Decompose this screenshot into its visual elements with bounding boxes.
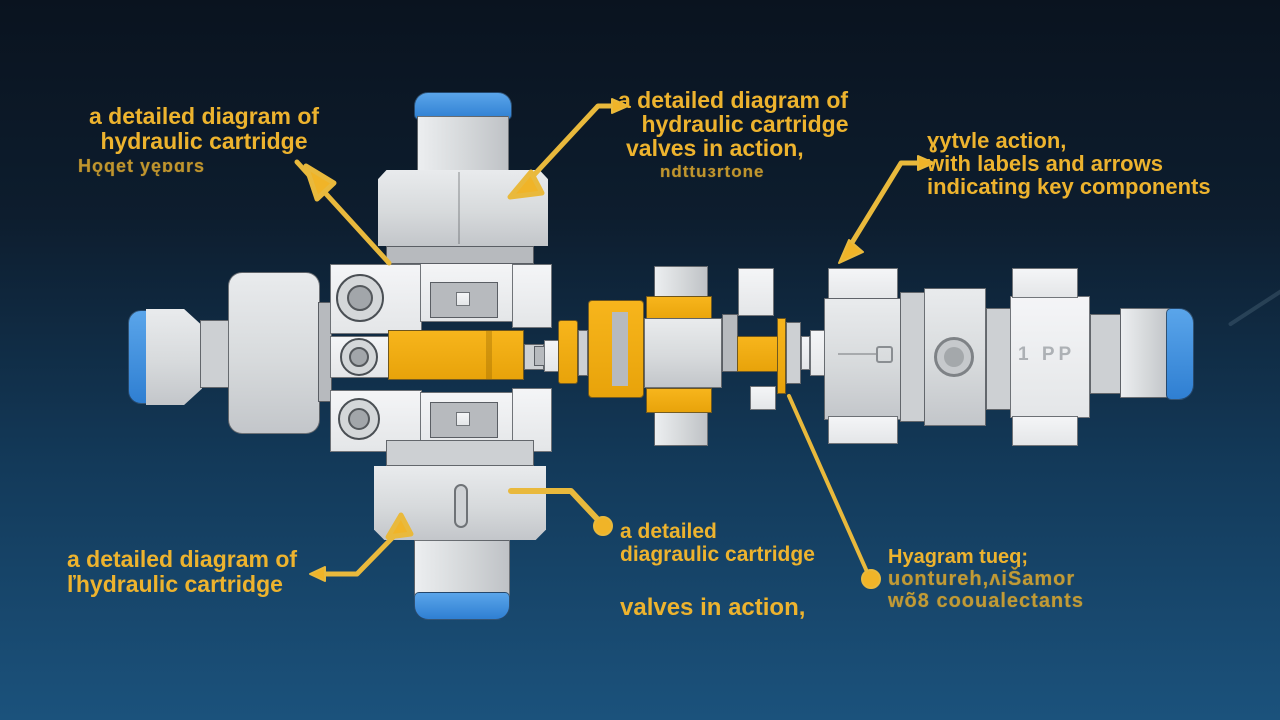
mid-step — [722, 314, 738, 372]
label-line: ľhydraulic cartridge — [67, 571, 283, 597]
cover-inset-square-bottom — [456, 412, 470, 426]
arrowhead-top-right-tip — [838, 239, 864, 264]
port-circle-mid-inner — [349, 347, 369, 367]
mid-white-tab-down — [750, 386, 776, 410]
spool-seam — [486, 331, 492, 379]
top-hex-panel-line — [458, 172, 460, 244]
rv-end-cylinder — [1120, 308, 1172, 398]
leader-dot-bottom-center — [593, 516, 613, 536]
rv-tab-down-2 — [1012, 416, 1078, 446]
bottom-blue-cap — [414, 592, 510, 620]
left-neck — [200, 320, 232, 388]
label-line: valves in action, — [626, 135, 804, 161]
label-bottom-right: Hyagram tueq; uontureh,ʌiŠamor wõ8 cooua… — [888, 546, 1118, 612]
rv-port-circle-inner — [944, 347, 964, 367]
label-line: a detailed diagram of — [88, 103, 320, 129]
rv-thin-1 — [900, 292, 926, 422]
rv-tab-down-1 — [828, 416, 898, 444]
label-bottom-center: a detailed diagraulic cartridge — [620, 520, 850, 566]
mid-yellow-band-top — [646, 296, 712, 322]
mid-yellow-band-bottom — [646, 388, 712, 413]
rv-tab-up-1 — [828, 268, 898, 302]
rv-neck — [1090, 314, 1122, 394]
port-circle-bottom-inner — [348, 408, 370, 430]
background-light-streak — [1227, 277, 1280, 327]
top-hex-block — [378, 170, 548, 246]
rv-detail-line — [838, 353, 878, 355]
top-collar — [386, 246, 534, 264]
port-circle-top-inner — [347, 285, 373, 311]
mid-shaft-3 — [801, 336, 810, 370]
label-bottom-center-sub: valves in action, — [620, 594, 850, 622]
label-line: a detailed diagram of — [67, 546, 298, 572]
label-line: a detailed diagram of — [618, 87, 849, 113]
cover-inset-square-top — [456, 292, 470, 306]
right-blue-end-cap — [1166, 308, 1194, 400]
cover-inset-bottom — [430, 402, 498, 438]
label-top-left: a detailed diagram of hydraulic cartridg… — [78, 104, 330, 179]
label-line: valves in action, — [620, 594, 806, 621]
bottom-hex-slot — [454, 484, 468, 528]
right-tab-top — [512, 264, 552, 328]
rv-block-right — [1010, 296, 1090, 418]
label-line: with labels and arrows — [927, 151, 1163, 176]
spool-yellow-band — [388, 330, 524, 380]
label-line: a detailed — [620, 520, 717, 543]
label-garbled-text: ndttuɜrtone — [660, 162, 765, 181]
left-hex-fitting — [146, 309, 202, 405]
label-line: Hyagram tueq; — [888, 546, 1029, 568]
mid-spacer — [578, 330, 588, 376]
mid-gray-piece — [786, 322, 801, 384]
cover-inset-top — [430, 282, 498, 318]
label-line: hydraulic cartridge — [100, 128, 308, 154]
label-line: indicating key components — [927, 174, 1211, 199]
bottom-neck — [386, 440, 534, 466]
label-top-right: ɣytvle action, with labels and arrows in… — [927, 129, 1227, 198]
label-garbled-text: Hǫqet yęɒɑrs — [78, 156, 206, 176]
top-cylinder — [417, 116, 509, 174]
top-blue-cap — [414, 92, 512, 120]
mid-center-block — [644, 318, 722, 388]
mid-knob — [810, 330, 825, 376]
label-garbled-text: uontureh,ʌiŠamor — [888, 568, 1076, 590]
mid-white-tab-up — [738, 268, 774, 316]
mid-yellow-block — [737, 336, 779, 372]
bottom-cylinder — [414, 540, 510, 596]
leader-dot-bottom-right — [861, 569, 881, 589]
label-garbled-text: wõ8 cooualectants — [888, 590, 1084, 612]
rv-thin-2 — [986, 308, 1012, 410]
mid-yellow-disc — [558, 320, 578, 384]
rv-detail-square — [876, 346, 893, 363]
label-line: ɣytvle action, — [927, 128, 1067, 153]
rv-engraving: 1 PP — [1018, 344, 1076, 365]
label-line: diagraulic cartridge — [620, 543, 815, 566]
label-top-center: a detailed diagram of hydraulic cartridg… — [618, 88, 872, 184]
mid-yellow-thin — [777, 318, 786, 394]
label-bottom-left: a detailed diagram of ľhydraulic cartrid… — [67, 547, 327, 597]
left-main-block — [228, 272, 320, 434]
label-line: hydraulic cartridge — [641, 111, 849, 137]
rv-tab-up-2 — [1012, 268, 1078, 298]
mid-nut-stripe — [612, 312, 628, 386]
